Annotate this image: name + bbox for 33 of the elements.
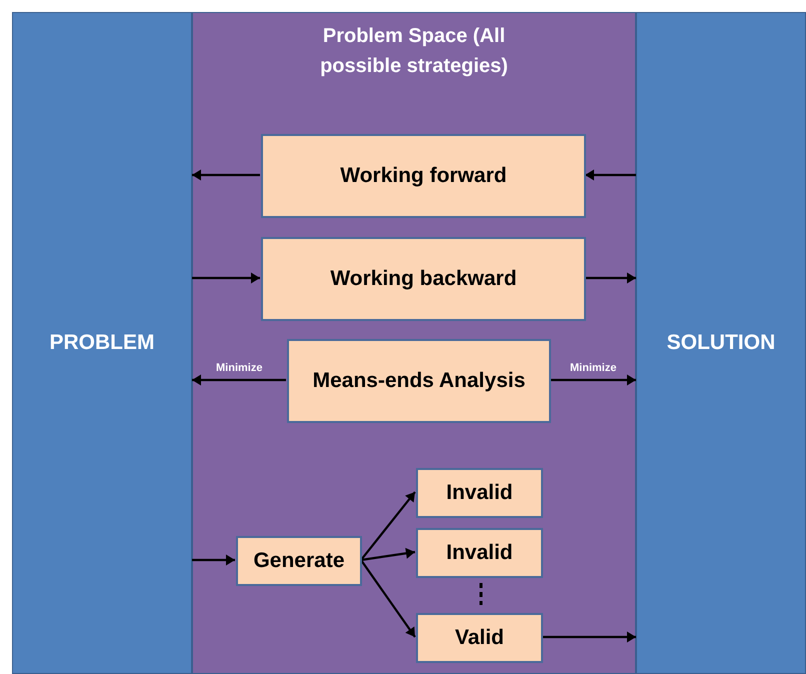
strategy-box [416, 613, 543, 663]
arrow [585, 272, 636, 284]
strategy-box [287, 339, 551, 423]
box-label: Working forward [340, 164, 507, 188]
box-label: Generate [253, 549, 345, 573]
arrow [360, 559, 416, 638]
column-band [636, 12, 806, 674]
arrow [192, 554, 235, 566]
arrow [360, 491, 416, 561]
arrow [585, 170, 636, 180]
strategy-box [236, 536, 362, 586]
strategy-box [261, 134, 586, 218]
arrow [192, 374, 286, 386]
strategy-box [261, 237, 586, 321]
column-band [12, 12, 192, 674]
edge-label: Minimize [214, 362, 264, 374]
box-label: Invalid [446, 481, 513, 505]
box-label: Valid [454, 626, 504, 650]
arrow [192, 170, 260, 180]
arrow [542, 632, 636, 642]
column-band [192, 12, 636, 674]
arrow [550, 374, 636, 386]
band-title: SOLUTION [666, 331, 776, 355]
box-label: Invalid [446, 541, 513, 565]
box-label: Means-ends Analysis [312, 369, 526, 393]
arrow [360, 548, 416, 562]
strategy-box [416, 528, 543, 578]
band-title: Problem Space (All possible strategies) [319, 24, 509, 79]
strategy-box [416, 468, 543, 518]
band-title: PROBLEM [50, 331, 154, 355]
edge-label: Minimize [568, 362, 618, 374]
arrow [192, 272, 260, 284]
box-label: Working backward [330, 267, 517, 291]
